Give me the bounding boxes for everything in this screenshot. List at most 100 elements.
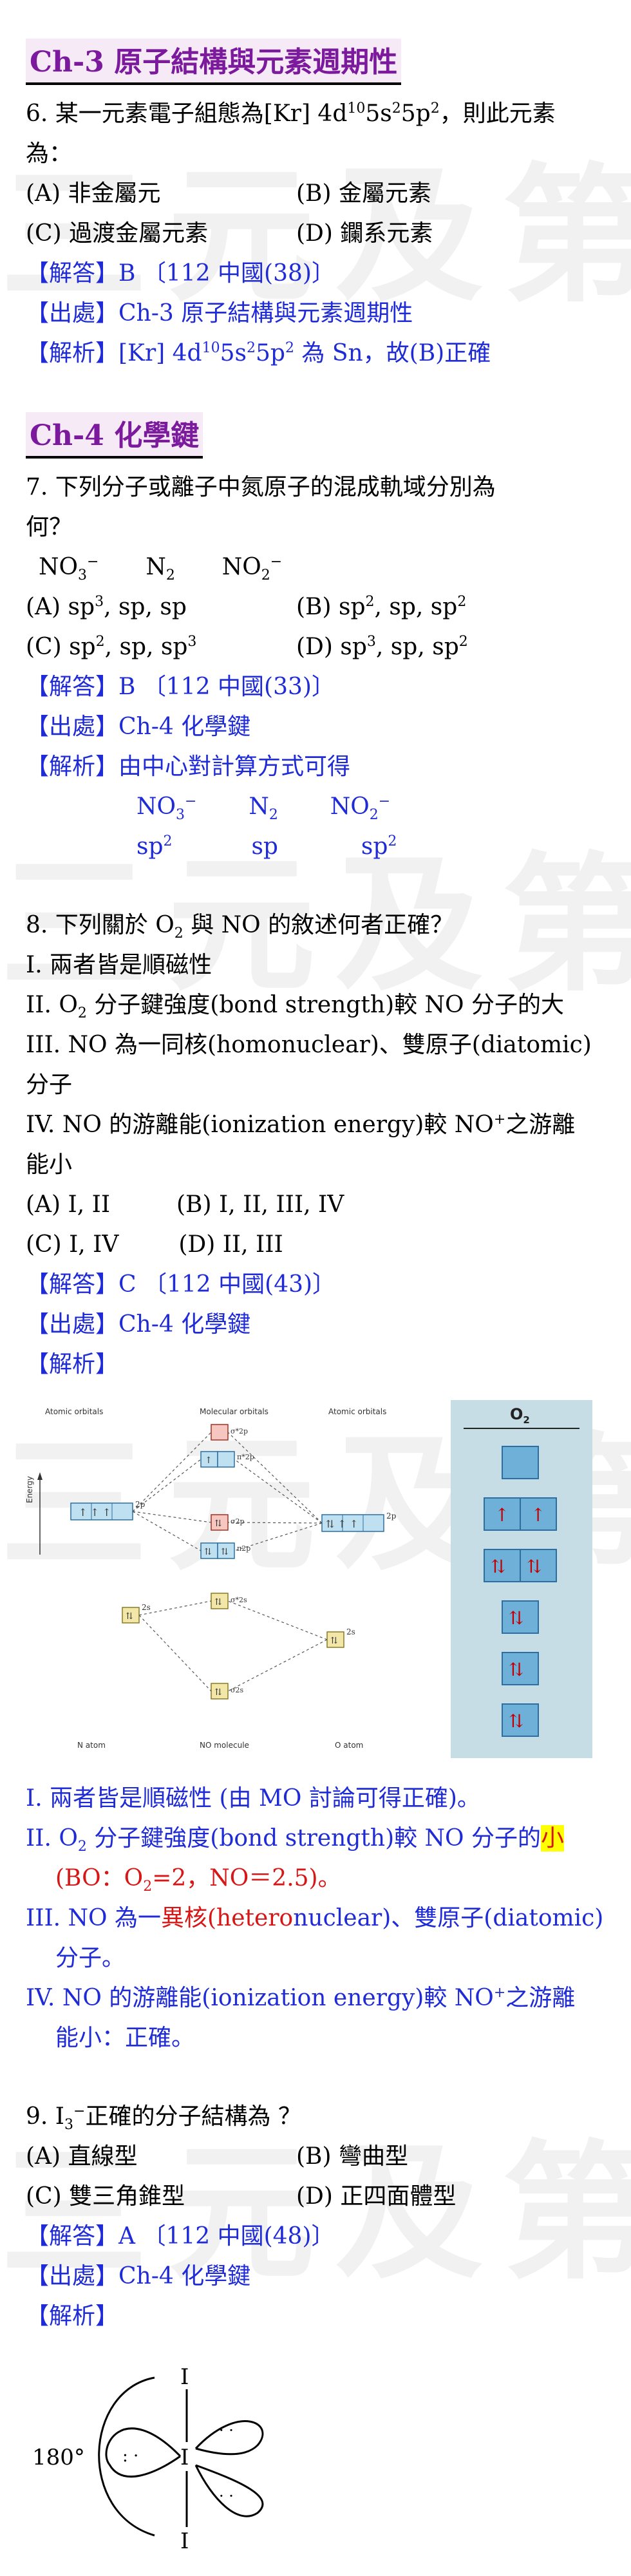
lone-pair-upper-right	[194, 2420, 264, 2456]
q8-exp-1: I. 兩者皆是順磁性 (由 MO 討論可得正確)。	[26, 1785, 480, 1812]
iodine-bottom: I	[180, 2528, 189, 2554]
q6-stem: 6. 某一元素電子組態為[Kr] 4d105s25p2，則此元素	[26, 100, 556, 127]
svg-text:σ*2s: σ*2s	[231, 1596, 247, 1604]
q9-stem: 9. I3−正確的分子結構為 ？	[26, 2103, 301, 2134]
label-atomic-orbitals-left: Atomic orbitals	[45, 1407, 103, 1416]
svg-text:⇅ ↑ ↑: ⇅ ↑ ↑	[326, 1518, 358, 1530]
q6-option-a: (A) 非金屬元	[26, 180, 161, 207]
q7-species: NO3− N2 NO2−	[39, 554, 283, 584]
q9-answer: 【解答】A 〔112 中國(48)〕	[26, 2223, 335, 2249]
q9-explanation-label: 【解析】	[26, 2303, 119, 2329]
angle-arc	[98, 2376, 155, 2537]
svg-text:⇅: ⇅	[509, 1659, 523, 1680]
label-atomic-orbitals-right: Atomic orbitals	[328, 1407, 386, 1416]
q8-exp-3b: 分子。	[55, 1945, 126, 1971]
document-body: Ch-3 原子結構與元素週期性 6. 某一元素電子組態為[Kr] 4d105s2…	[25, 39, 605, 2576]
q6-option-c: (C) 過渡金屬元素	[26, 220, 209, 247]
q9-source: 【出處】Ch-4 化學鍵	[26, 2263, 251, 2289]
svg-text:↑ ↑ ↑: ↑ ↑ ↑	[79, 1506, 111, 1519]
chapter-4-heading: Ch-4 化學鍵	[26, 412, 203, 459]
angle-label: 180°	[32, 2445, 85, 2470]
svg-text:· ·: · ·	[219, 2487, 234, 2505]
svg-text:⇅: ⇅	[214, 1597, 222, 1607]
label-molecular-orbitals: Molecular orbitals	[200, 1407, 268, 1416]
question-7: 7. 下列分子或離子中氮原子的混成軌域分別為 何？ NO3− N2 NO2− (…	[26, 468, 605, 867]
mo-diagram-figure: Atomic orbitals Molecular orbitals Atomi…	[25, 1400, 605, 1763]
q9-option-c: (C) 雙三角錐型	[26, 2183, 185, 2210]
q8-statement-3: III. NO 為一同核(homonuclear)、雙原子(diatomic)	[26, 1032, 592, 1058]
q7-explanation-species: NO3− N2 NO2−	[137, 793, 391, 824]
svg-text:2p: 2p	[386, 1511, 397, 1520]
q6-answer: 【解答】B 〔112 中國(38)〕	[26, 260, 335, 287]
q6-options-cd: (C) 過渡金屬元素 (D) 鑭系元素	[26, 214, 605, 254]
n-2s-orbital: ⇅ 2s	[122, 1603, 151, 1624]
q7-stem: 7. 下列分子或離子中氮原子的混成軌域分別為	[26, 474, 496, 500]
q6-options-ab: (A) 非金屬元 (B) 金屬元素	[26, 174, 605, 214]
q8-statement-4b: 能小	[26, 1151, 73, 1178]
label-no-molecule: NO molecule	[200, 1741, 249, 1750]
lone-pair-lower-right	[194, 2464, 264, 2517]
highlight-small: 小	[541, 1825, 565, 1852]
q8-option-d: (D) II, III	[178, 1231, 283, 1258]
svg-text:π*2p: π*2p	[237, 1453, 254, 1461]
question-6: 6. 某一元素電子組態為[Kr] 4d105s25p2，則此元素 為： (A) …	[26, 94, 605, 374]
q7-option-b: (B) sp2, sp, sp2	[296, 594, 467, 620]
svg-text:2s: 2s	[346, 1627, 355, 1636]
question-9: 9. I3−正確的分子結構為 ？ (A) 直線型 (B) 彎曲型 (C) 雙三角…	[26, 2097, 605, 2561]
mo-sigma2s: ⇅ σ2s	[211, 1683, 244, 1700]
energy-arrowhead	[37, 1472, 42, 1480]
mo-diagram: Atomic orbitals Molecular orbitals Atomi…	[25, 1400, 592, 1758]
q8-options-ab: (A) I, II (B) I, II, III, IV	[26, 1185, 605, 1225]
svg-text:⇅: ⇅	[221, 1547, 229, 1557]
svg-text:↑: ↑	[205, 1455, 212, 1466]
svg-text:⇅: ⇅	[204, 1547, 212, 1557]
mo-sigma2s-star: ⇅ σ*2s	[211, 1593, 247, 1609]
question-8: 8. 下列關於 O2 與 NO 的敘述何者正確？ I. 兩者皆是順磁性 II. …	[25, 905, 605, 2058]
mo-sigma2p-star: σ*2p	[211, 1424, 248, 1441]
svg-text:⇅: ⇅	[509, 1710, 523, 1732]
q7-option-d: (D) sp3, sp, sp2	[296, 634, 468, 660]
q8-statement-2: II. O2 分子鍵強度(bond strength)較 NO 分子的大	[26, 992, 565, 1022]
svg-text:2s: 2s	[142, 1603, 151, 1612]
q6-stem-2: 為：	[26, 140, 73, 167]
q7-explanation-hybrid: sp2 sp sp2	[137, 833, 397, 860]
mo-pi2p: ⇅ ⇅ π2p	[200, 1542, 250, 1559]
o-2s-orbital: ⇅ 2s	[326, 1627, 355, 1648]
q9-option-b: (B) 彎曲型	[296, 2143, 408, 2170]
q8-option-a: (A) I, II	[26, 1191, 111, 1218]
q9-option-a: (A) 直線型	[26, 2143, 138, 2170]
q8-exp-2: II. O2 分子鍵強度(bond strength)較 NO 分子的小	[26, 1825, 565, 1855]
q8-exp-2b: (BO：O2=2，NO＝2.5)。	[55, 1865, 341, 1895]
svg-text:σ2p: σ2p	[231, 1517, 245, 1526]
q8-exp-4b: 能小：正確。	[55, 2025, 195, 2051]
svg-text:σ2s: σ2s	[231, 1686, 244, 1694]
svg-text:⇅: ⇅	[509, 1607, 523, 1629]
chapter-3-heading: Ch-3 原子結構與元素週期性	[26, 39, 402, 85]
mo-sigma2p: ⇅ σ2p	[211, 1514, 245, 1531]
o-2p-orbitals: ⇅ ↑ ↑ 2p	[321, 1511, 397, 1532]
label-o-atom: O atom	[335, 1741, 363, 1750]
svg-text:: ·: : ·	[122, 2447, 138, 2466]
q8-exp-4: IV. NO 的游離能(ionization energy)較 NO+之游離	[26, 1985, 576, 2011]
q8-option-b: (B) I, II, III, IV	[176, 1191, 344, 1218]
svg-text:⇅: ⇅	[214, 1687, 222, 1698]
o2-panel: O2 ↑ ↑ ⇅ ⇅ ⇅ ⇅ ⇅	[451, 1400, 592, 1758]
svg-text:⇅: ⇅	[126, 1611, 133, 1622]
svg-text:⇅: ⇅	[527, 1556, 542, 1577]
q7-source: 【出處】Ch-4 化學鍵	[26, 714, 251, 740]
svg-text:π2p: π2p	[237, 1544, 250, 1553]
q6-option-d: (D) 鑭系元素	[296, 220, 433, 247]
q8-statement-4: IV. NO 的游離能(ionization energy)較 NO+之游離	[26, 1112, 576, 1138]
q7-options-ab: (A) sp3, sp, sp (B) sp2, sp, sp2	[26, 587, 605, 627]
q8-option-c: (C) I, IV	[26, 1231, 119, 1258]
svg-text:↑: ↑	[494, 1504, 509, 1526]
q7-explanation: 【解析】由中心對計算方式可得	[26, 753, 351, 780]
q8-exp-3: III. NO 為一異核(heteronuclear)、雙原子(diatomic…	[26, 1905, 604, 1931]
q8-explanation-label: 【解析】	[26, 1351, 119, 1378]
svg-text:↑: ↑	[531, 1504, 545, 1526]
q6-explanation: 【解析】[Kr] 4d105s25p2 為 Sn，故(B)正確	[26, 340, 491, 366]
svg-text:σ*2p: σ*2p	[231, 1427, 248, 1435]
svg-text:⇅: ⇅	[330, 1636, 338, 1646]
correlation-lines	[132, 1432, 328, 1692]
i3-structure-diagram: 180° I I I : · · · · ·	[32, 2364, 264, 2554]
